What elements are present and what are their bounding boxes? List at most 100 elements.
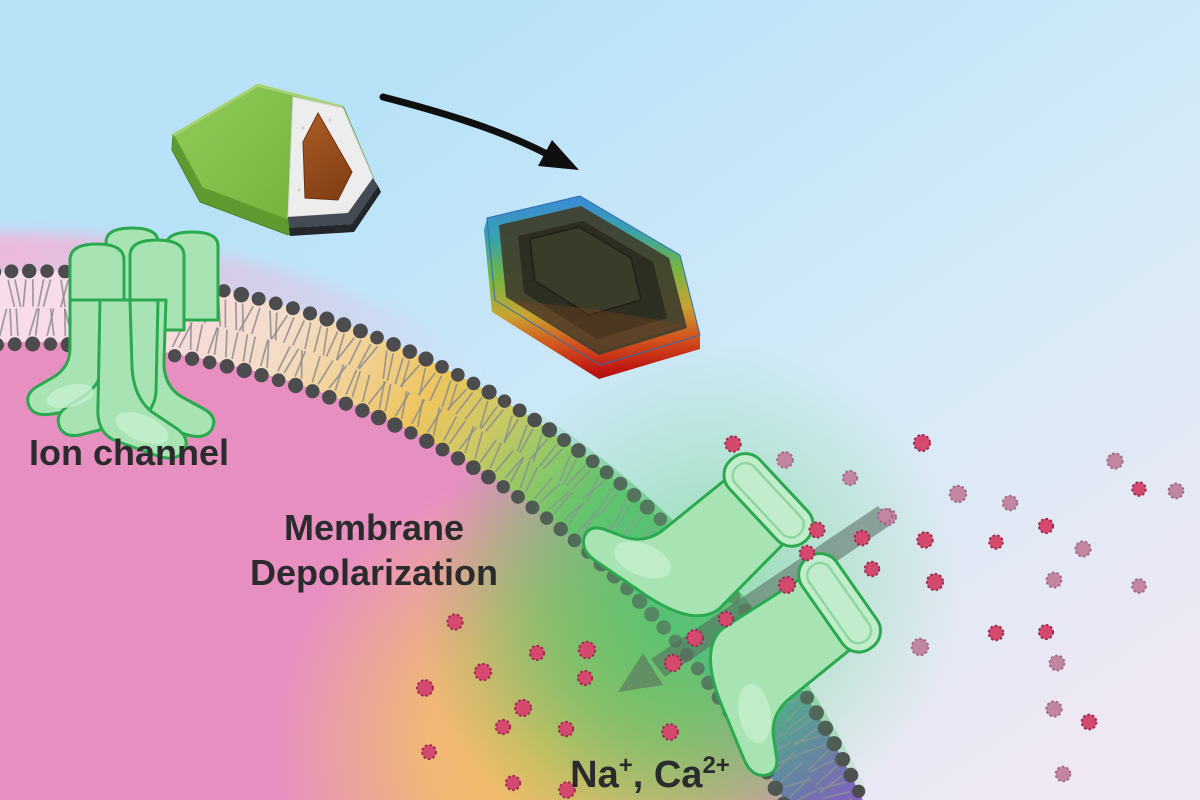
lipid-tail bbox=[427, 408, 443, 433]
lipid-tail bbox=[213, 327, 220, 356]
lipid-head bbox=[58, 264, 72, 279]
lipid-tail bbox=[448, 421, 466, 445]
lipid-tail bbox=[283, 348, 300, 374]
lipid-tail bbox=[348, 339, 362, 366]
lipid-tail bbox=[251, 307, 261, 335]
ion-dot bbox=[1054, 765, 1072, 783]
lipid-tail bbox=[357, 343, 372, 369]
ion-dot bbox=[987, 624, 1005, 642]
lipid-tail bbox=[22, 279, 27, 307]
ion-dot bbox=[925, 572, 945, 592]
lipid-head bbox=[355, 403, 370, 418]
ion-dot bbox=[912, 433, 932, 453]
ion-dot bbox=[576, 669, 594, 687]
lipid-tail bbox=[464, 397, 483, 420]
lipid-head bbox=[236, 362, 252, 379]
ion-dot bbox=[446, 613, 464, 631]
lipid-tail bbox=[441, 380, 452, 408]
lipid-tail bbox=[328, 365, 347, 389]
label-ion-channel: Ion channel bbox=[29, 432, 229, 473]
ion-dot bbox=[863, 560, 881, 578]
ion-dot bbox=[808, 521, 826, 539]
lipid-tail bbox=[241, 303, 244, 332]
lipid-tail bbox=[382, 350, 388, 380]
lipid-tail bbox=[304, 322, 312, 350]
lipid-tail bbox=[458, 427, 477, 450]
label-membrane-line2: Depolarization bbox=[250, 552, 498, 593]
lipid-head bbox=[43, 337, 58, 351]
lipid-head bbox=[450, 368, 465, 382]
ion-flux-arrow bbox=[618, 506, 892, 692]
lipid-head bbox=[319, 311, 335, 327]
ion-dot bbox=[777, 575, 797, 595]
lipid-head bbox=[336, 317, 352, 333]
lipid-tail bbox=[238, 305, 254, 332]
lipid-tail bbox=[231, 331, 239, 360]
ion-dot bbox=[988, 534, 1004, 550]
lipid-head bbox=[22, 263, 37, 279]
ion-dot bbox=[661, 723, 679, 741]
label-ca-superscript: 2+ bbox=[702, 752, 729, 779]
lipid-tail bbox=[294, 350, 306, 377]
lipid-tail bbox=[417, 398, 424, 428]
lipid-head bbox=[370, 409, 387, 426]
lipid-head bbox=[219, 358, 235, 374]
ion-dot bbox=[776, 451, 794, 469]
ion-dot bbox=[853, 529, 871, 547]
lipid-tail bbox=[14, 279, 22, 307]
lipid-head bbox=[402, 344, 418, 359]
ion-dot bbox=[1045, 700, 1063, 718]
particle-substrate-layer-dark bbox=[289, 186, 381, 236]
lipid-tail bbox=[9, 308, 13, 337]
lipid-tail bbox=[271, 315, 288, 340]
lipid-tail bbox=[489, 442, 502, 469]
lipid-head bbox=[167, 349, 182, 363]
ion-dot bbox=[1045, 571, 1063, 589]
lipid-head bbox=[386, 337, 401, 352]
ion-dot bbox=[1167, 482, 1185, 500]
lipid-tail bbox=[433, 407, 441, 436]
ion-dot bbox=[416, 679, 434, 697]
channel-cap-inner-line bbox=[805, 561, 873, 645]
lipid-tail bbox=[189, 322, 192, 351]
lipid-head bbox=[404, 426, 418, 440]
ion-dot bbox=[717, 610, 735, 628]
lipid-tail bbox=[46, 308, 55, 336]
lipid-head bbox=[481, 384, 497, 400]
lipid-tail bbox=[418, 367, 427, 396]
ion-dot bbox=[421, 744, 437, 760]
lipid-head bbox=[370, 330, 384, 345]
lipid-tail bbox=[443, 416, 457, 441]
lipid-tail bbox=[400, 391, 408, 420]
channel-inner-shade bbox=[738, 683, 772, 744]
lipid-tail bbox=[63, 308, 67, 337]
label-na: Na bbox=[570, 754, 619, 796]
lipid-tail bbox=[283, 317, 295, 343]
particle-substrate-layer bbox=[288, 178, 378, 228]
ion-dot bbox=[513, 698, 533, 718]
lipid-head bbox=[4, 264, 19, 279]
lipid-tail bbox=[311, 355, 321, 383]
label-membrane-line1: Membrane bbox=[284, 507, 464, 548]
lipid-tail bbox=[325, 331, 339, 357]
ion-dot bbox=[948, 484, 968, 504]
silica-texture-dot bbox=[297, 188, 301, 192]
ion-dot bbox=[473, 662, 493, 682]
lipid-tail bbox=[503, 419, 519, 443]
lipid-head bbox=[217, 284, 231, 298]
lipid-head bbox=[268, 296, 283, 311]
lipid-head bbox=[466, 376, 481, 391]
lipid-tail bbox=[292, 320, 305, 346]
ion-channel-left bbox=[26, 226, 220, 460]
lipid-tail bbox=[196, 324, 204, 352]
lipid-tail bbox=[317, 360, 334, 385]
lipid-tail bbox=[479, 439, 497, 463]
channel-inner-shade bbox=[46, 383, 94, 409]
lipid-head bbox=[338, 396, 353, 411]
ions-through-channel bbox=[663, 521, 881, 673]
particle-cutaway-core bbox=[302, 111, 353, 201]
lipid-tail bbox=[362, 374, 371, 402]
lipid-tail bbox=[464, 425, 475, 454]
lipid-head bbox=[285, 301, 300, 316]
